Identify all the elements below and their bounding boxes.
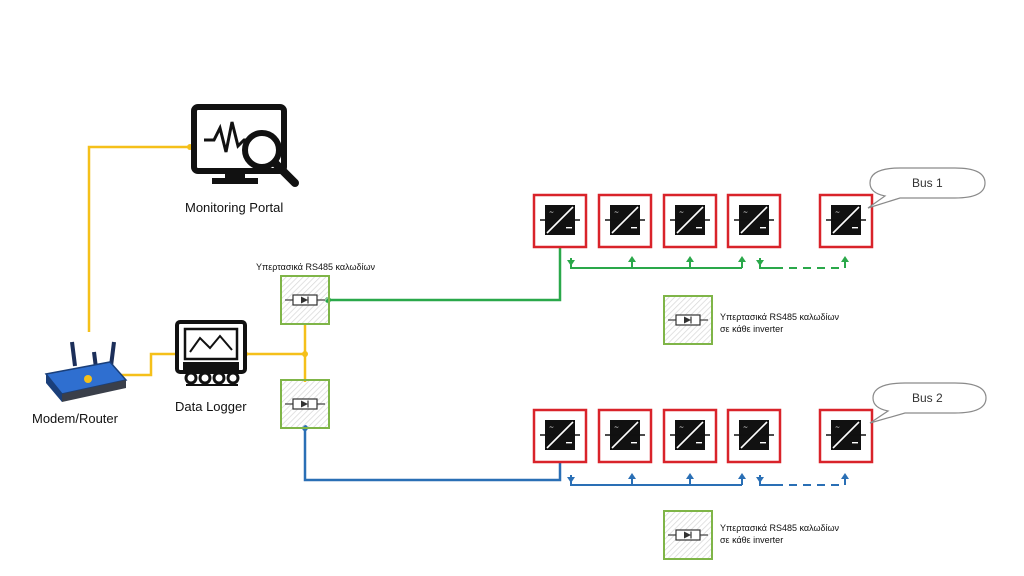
- inverter-bus2-3: [662, 408, 718, 464]
- inverter-bus2-1: [532, 408, 588, 464]
- inverter-bus1-4: [726, 193, 782, 249]
- inverter-bus1-1: [532, 193, 588, 249]
- bus1-legend-line1: Υπερτασικά RS485 καλωδίων: [720, 312, 840, 322]
- inverter-bus2-4: [726, 408, 782, 464]
- legend-surge-icon-bus2: [663, 510, 713, 560]
- bus2-legend-line1: Υπερτασικά RS485 καλωδίων: [720, 523, 840, 533]
- bus2-label: Bus 2: [912, 391, 943, 405]
- bus1-legend-text: Υπερτασικά RS485 καλωδίων σε κάθε invert…: [720, 311, 839, 335]
- bus1-callout-bubble: [867, 167, 986, 209]
- bus1-trunk: [328, 243, 562, 302]
- legend-surge-icon-bus1: [663, 295, 713, 345]
- inverter-bus1-3: [662, 193, 718, 249]
- data-logger-icon: [175, 320, 247, 386]
- bus2-legend-line2: σε κάθε inverter: [720, 535, 784, 545]
- inverter-bus2-2: [597, 408, 653, 464]
- surge-top-label: Υπερτασικά RS485 καλωδίων: [256, 262, 376, 272]
- monitor-search-icon: [191, 104, 299, 187]
- inverter-bus1-5: [818, 193, 874, 249]
- surge-protector-bus2: [280, 379, 330, 429]
- bus2-arrows: [567, 473, 849, 483]
- junction-dot: [302, 351, 308, 357]
- ethernet-links: [87, 145, 307, 382]
- data-logger-label: Data Logger: [175, 399, 247, 414]
- surge-protector-bus1: [280, 275, 330, 325]
- bus1-arrows: [567, 256, 849, 266]
- bus1-chain: [570, 258, 846, 269]
- bus1-label: Bus 1: [912, 176, 943, 190]
- bus2-legend-text: Υπερτασικά RS485 καλωδίων σε κάθε invert…: [720, 522, 839, 546]
- bus2-callout-bubble: [869, 382, 987, 424]
- inverter-bus1-2: [597, 193, 653, 249]
- wifi-router-icon: [44, 341, 128, 402]
- bus2-chain: [570, 475, 846, 486]
- bus1-legend-line2: σε κάθε inverter: [720, 324, 784, 334]
- monitoring-portal-label: Monitoring Portal: [185, 200, 284, 215]
- modem-router-label: Modem/Router: [32, 411, 118, 426]
- bus2-trunk: [303, 428, 562, 482]
- inverter-bus2-5: [818, 408, 874, 464]
